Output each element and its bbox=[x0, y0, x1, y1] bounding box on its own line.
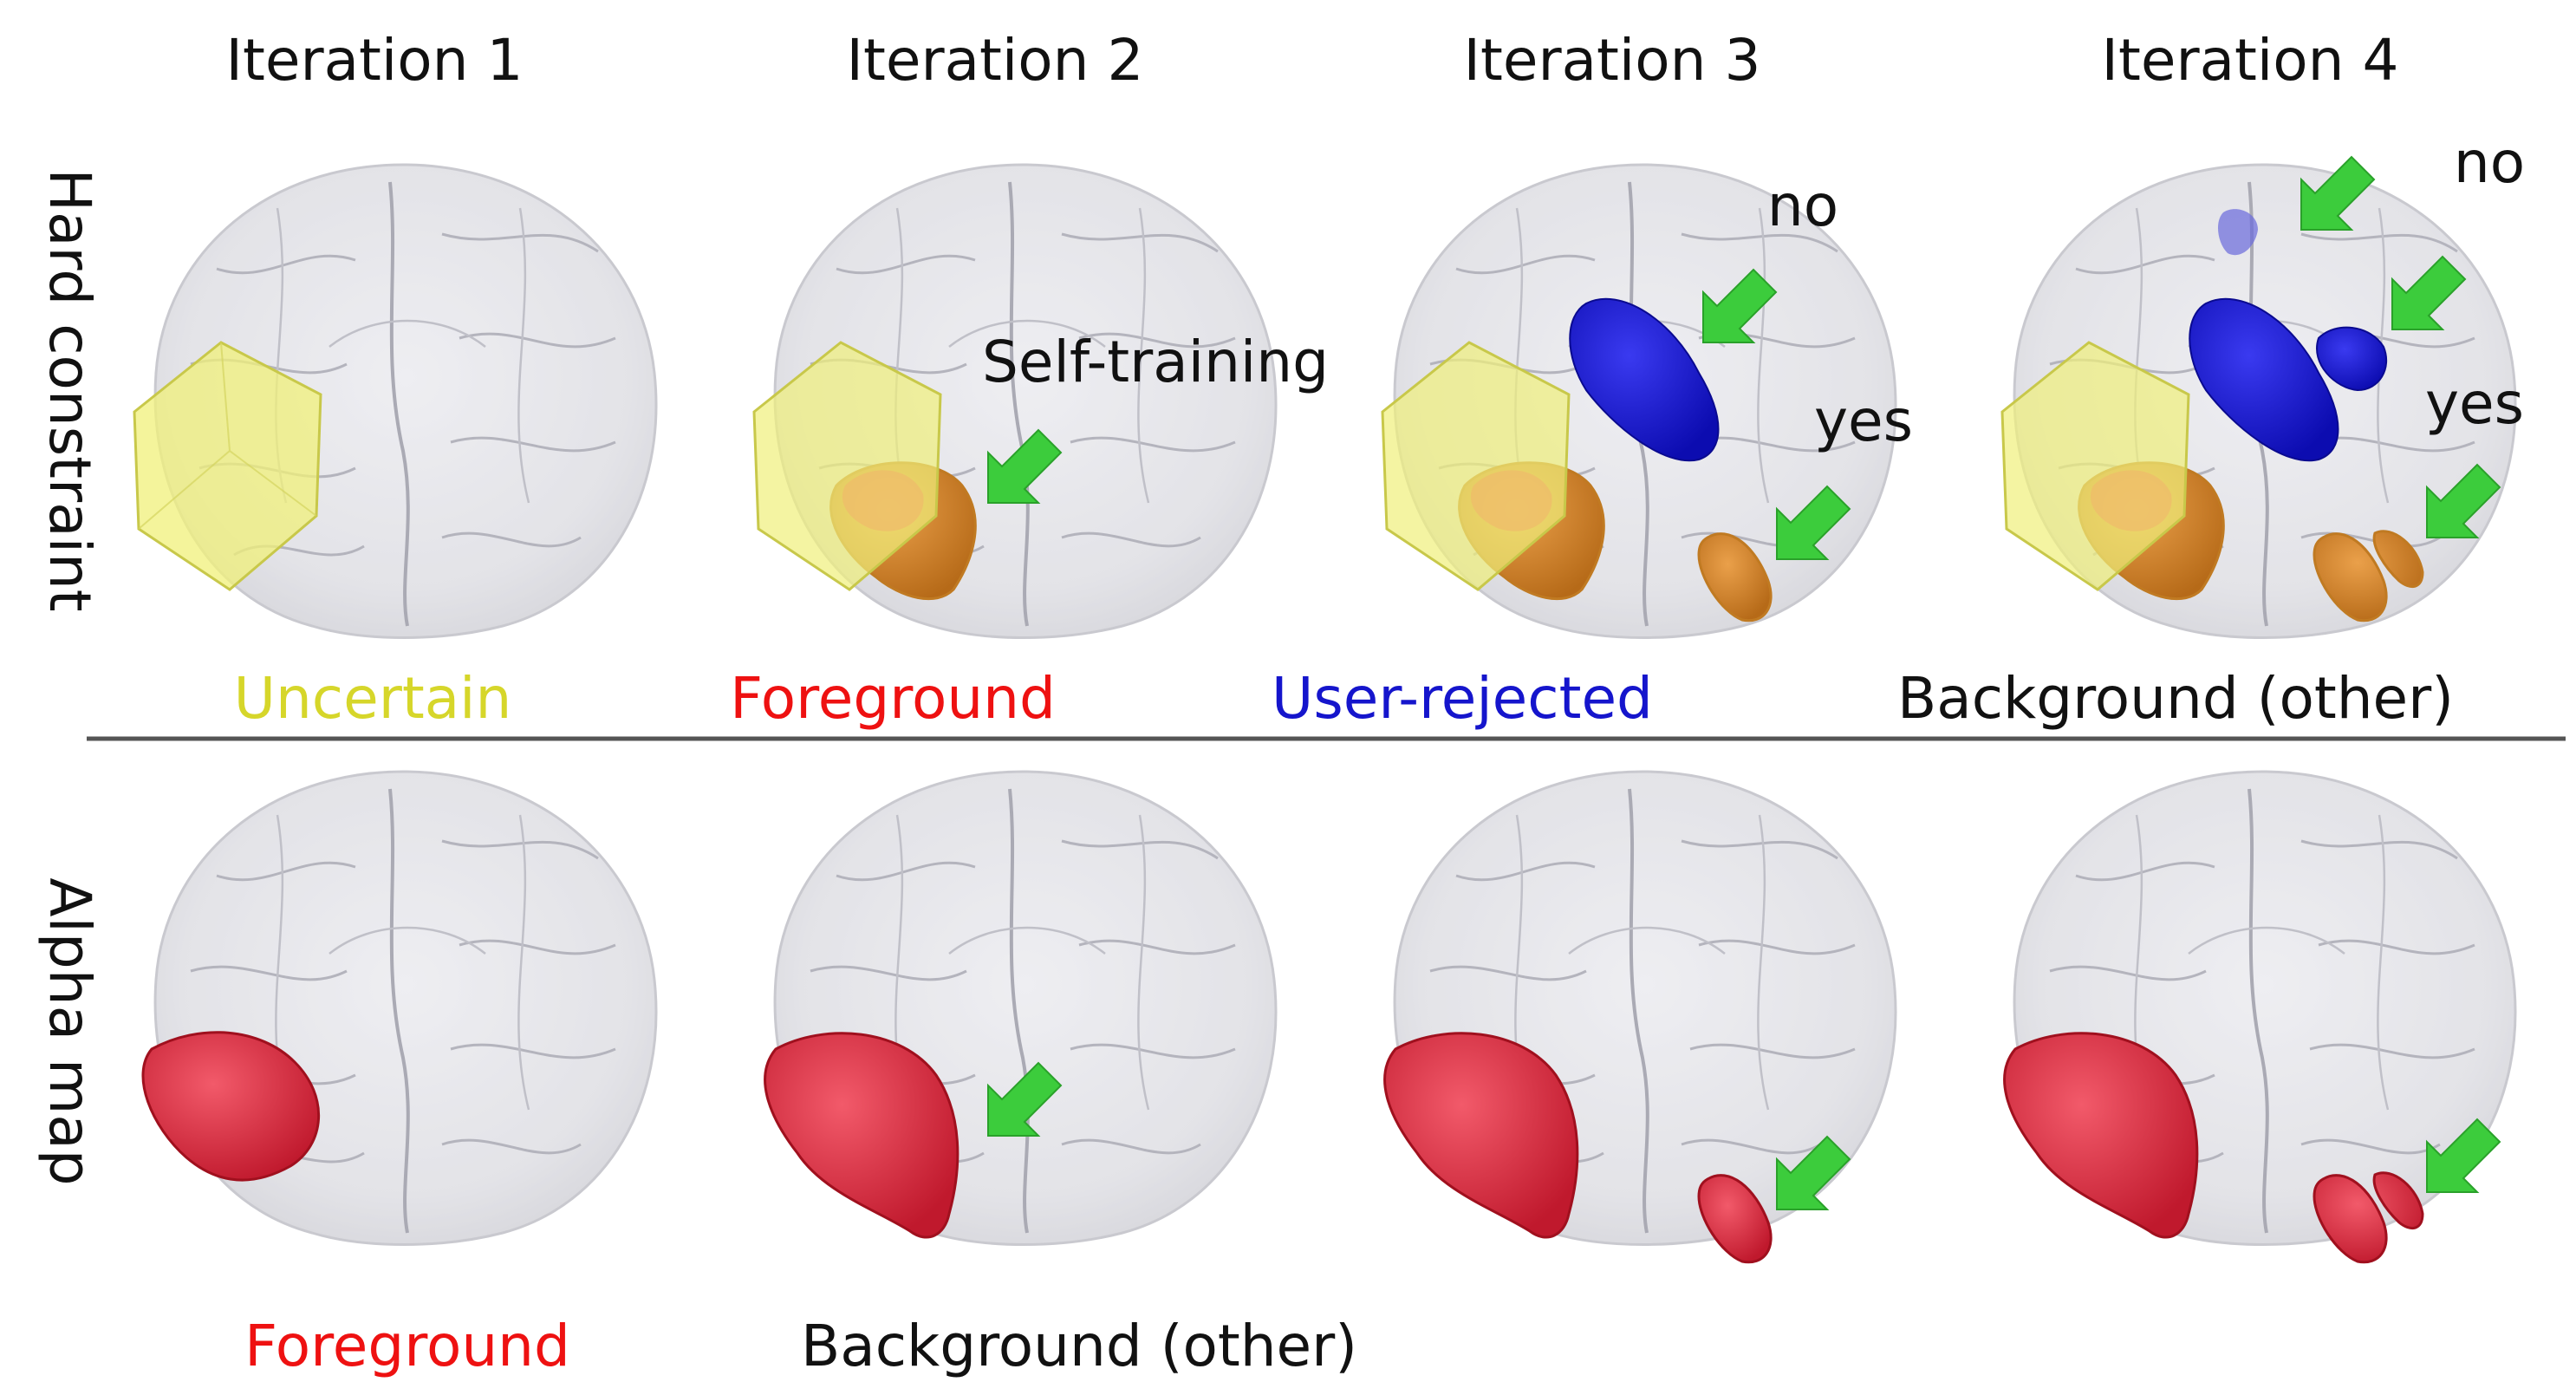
foreground-red-region-small bbox=[1697, 1174, 1773, 1264]
legend-background: Background (other) bbox=[1897, 665, 2454, 732]
blue-region bbox=[1569, 297, 1720, 462]
panel-hard-constraint-4: no yes bbox=[2000, 129, 2525, 640]
legend-background-bottom: Background (other) bbox=[801, 1313, 1357, 1379]
annotation-yes: yes bbox=[1814, 388, 1913, 454]
panel-hard-constraint-2: Self-training bbox=[752, 162, 1329, 640]
header-iteration-4: Iteration 4 bbox=[2102, 27, 2399, 94]
orange-region-small bbox=[2313, 530, 2424, 623]
foreground-red-region bbox=[141, 1031, 321, 1182]
legend-foreground: Foreground bbox=[730, 665, 1056, 732]
annotation-yes: yes bbox=[2425, 370, 2524, 437]
row-label-hard-constraint: Hard constraint bbox=[36, 168, 103, 611]
header-iteration-1: Iteration 1 bbox=[226, 27, 524, 94]
panel-alpha-map-2 bbox=[764, 769, 1278, 1247]
foreground-red-region-small bbox=[2313, 1171, 2424, 1264]
panel-alpha-map-3 bbox=[1383, 769, 1898, 1264]
blue-region-small bbox=[2316, 326, 2388, 392]
foreground-red-region bbox=[2003, 1032, 2199, 1239]
panel-alpha-map-4 bbox=[2003, 769, 2518, 1264]
blue-region bbox=[2189, 297, 2339, 462]
row-label-alpha-map: Alpha map bbox=[36, 877, 103, 1185]
foreground-red-region bbox=[764, 1032, 959, 1239]
legend-uncertain: Uncertain bbox=[234, 665, 512, 732]
annotation-no: no bbox=[1767, 173, 1838, 239]
foreground-red-region bbox=[1383, 1032, 1579, 1239]
uncertain-box bbox=[752, 341, 942, 591]
orange-region-small bbox=[1697, 532, 1773, 623]
panel-alpha-map-1 bbox=[141, 769, 659, 1247]
legend-user-rejected: User-rejected bbox=[1272, 665, 1653, 732]
annotation-self-training: Self-training bbox=[982, 329, 1329, 395]
panel-hard-constraint-1 bbox=[133, 162, 659, 640]
header-iteration-2: Iteration 2 bbox=[847, 27, 1144, 94]
legend-foreground-bottom: Foreground bbox=[244, 1313, 570, 1379]
annotation-no: no bbox=[2454, 129, 2525, 196]
uncertain-box bbox=[2000, 341, 2190, 591]
blue-region-faint bbox=[2217, 209, 2258, 256]
panel-hard-constraint-3: no yes bbox=[1381, 162, 1913, 640]
uncertain-box bbox=[1381, 341, 1571, 591]
header-iteration-3: Iteration 3 bbox=[1464, 27, 1761, 94]
